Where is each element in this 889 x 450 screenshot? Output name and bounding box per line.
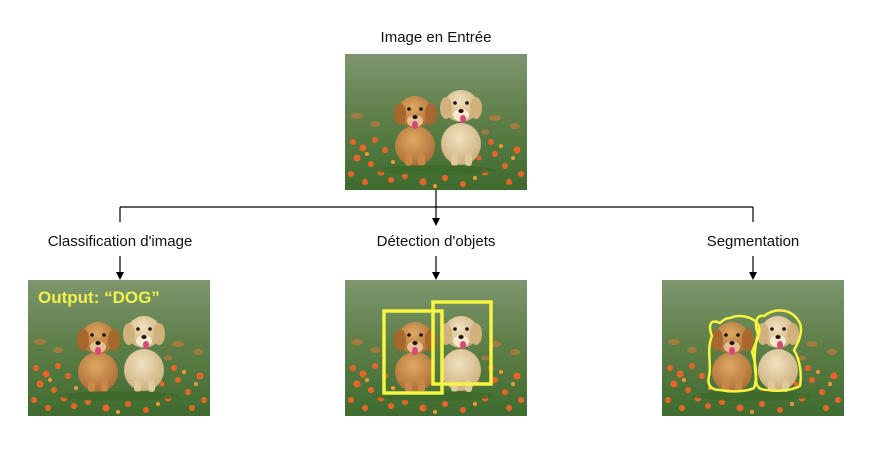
segmentation-mask-left-dog	[707, 314, 761, 393]
bounding-box-left-dog	[382, 309, 444, 395]
task-title-detection: Détection d'objets	[376, 233, 496, 250]
task-title-classification: Classification d'image	[47, 233, 193, 250]
dogs-photo	[662, 280, 844, 416]
detection-image	[345, 280, 527, 416]
classification-image: Output: “DOG”	[28, 280, 210, 416]
input-image	[345, 54, 527, 190]
segmentation-image	[662, 280, 844, 416]
input-title: Image en Entrée	[380, 29, 492, 46]
dogs-photo	[345, 280, 527, 416]
dogs-photo	[345, 54, 527, 190]
classification-output-label: Output: “DOG”	[38, 288, 160, 307]
task-title-segmentation: Segmentation	[706, 233, 800, 250]
bounding-box-right-dog	[431, 300, 493, 386]
segmentation-mask-right-dog	[753, 309, 803, 393]
